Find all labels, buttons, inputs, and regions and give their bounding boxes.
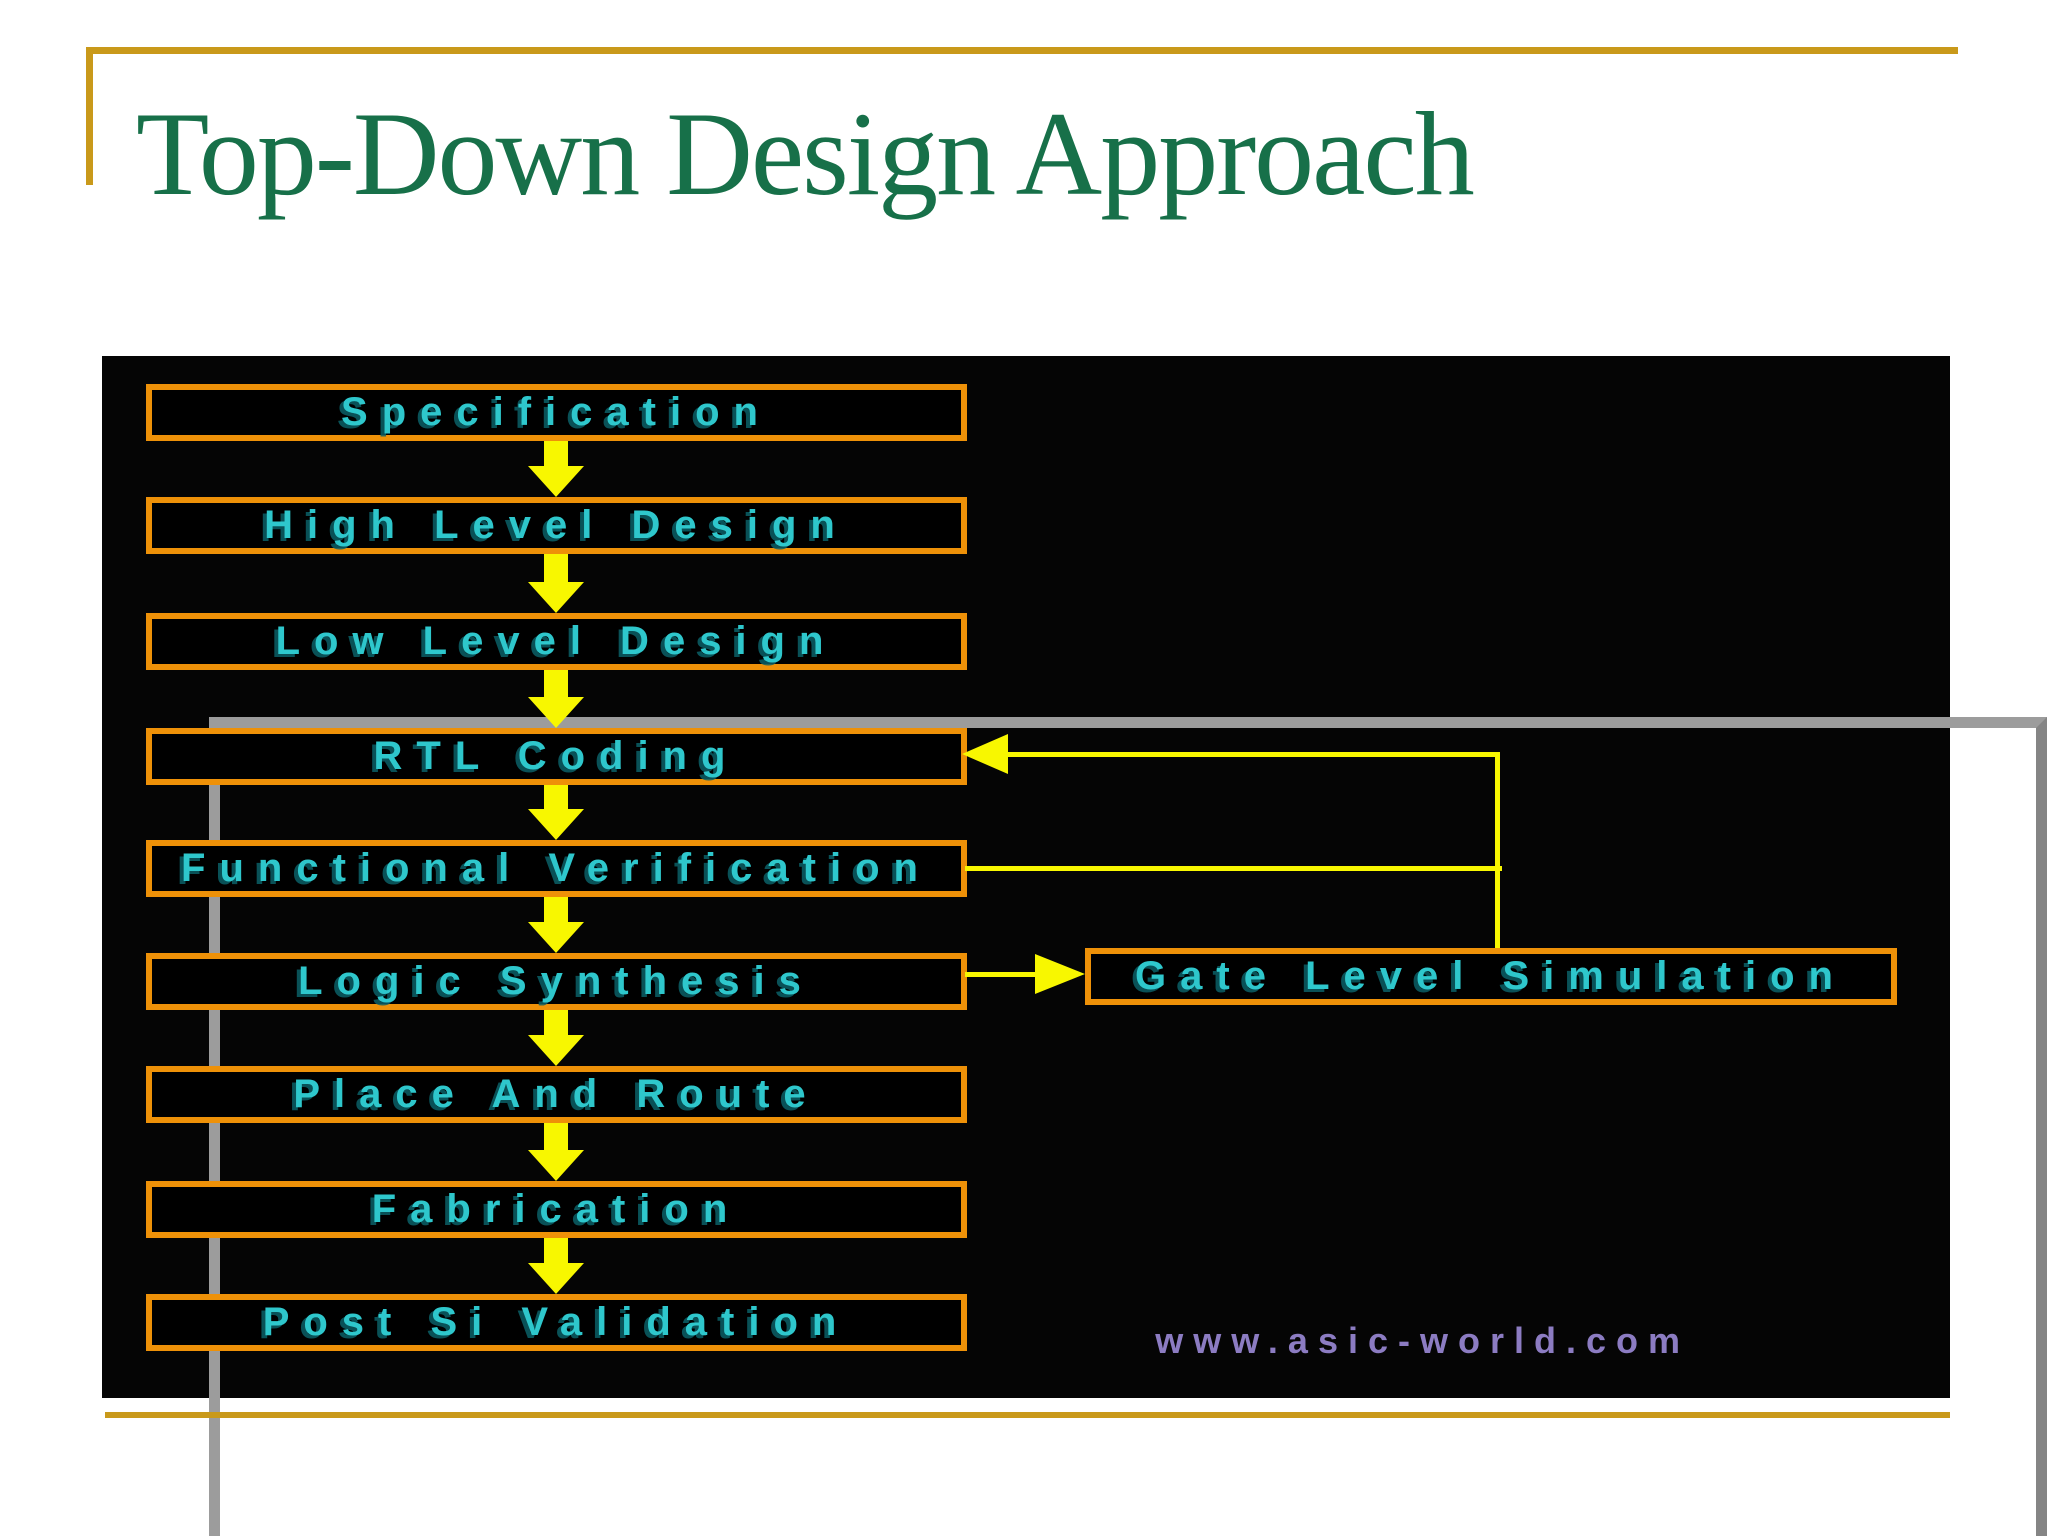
flow-box-specification: Specification <box>146 384 967 441</box>
flow-box-label: Functional Verification <box>181 846 932 890</box>
flow-arrow-down-icon <box>528 785 584 840</box>
flow-box-label: Gate Level Simulation <box>1135 954 1847 998</box>
flow-box-fabrication: Fabrication <box>146 1181 967 1238</box>
flow-box-label: Post Si Validation <box>262 1300 851 1344</box>
flow-box-low-level-design: Low Level Design <box>146 613 967 670</box>
synthesis-arrowhead-right-icon <box>1035 954 1085 994</box>
flow-box-logic-synthesis: Logic Synthesis <box>146 953 967 1010</box>
flow-arrow-down-icon <box>528 1238 584 1294</box>
page-title: Top-Down Design Approach <box>136 87 1475 220</box>
feedback-arrowhead-left-icon <box>962 734 1008 774</box>
flow-box-label: RTL Coding <box>373 734 740 778</box>
watermark-url: www.asic-world.com <box>1155 1320 1690 1361</box>
flow-box-label: Low Level Design <box>275 619 838 663</box>
flow-box-gate-level-simulation: Gate Level Simulation <box>1085 948 1897 1005</box>
flow-box-label: Place And Route <box>293 1072 820 1116</box>
feedback-line-vertical <box>1495 752 1500 948</box>
synthesis-to-simulation-line <box>965 972 1035 977</box>
flow-box-label: Specification <box>341 390 772 434</box>
panel-bezel <box>209 717 2047 1536</box>
bottom-gold-rule <box>105 1412 1950 1418</box>
flow-box-post-si-validation: Post Si Validation <box>146 1294 967 1351</box>
flow-arrow-down-icon <box>528 554 584 613</box>
flow-box-label: Fabrication <box>371 1187 742 1231</box>
flow-box-label: Logic Synthesis <box>298 959 815 1003</box>
flow-box-rtl-coding: RTL Coding <box>146 728 967 785</box>
flow-arrow-down-icon <box>528 897 584 953</box>
verification-feedback-line <box>965 866 1502 871</box>
left-gold-rule <box>86 47 93 185</box>
flow-arrow-down-icon <box>528 1123 584 1181</box>
flow-box-label: High Level Design <box>264 503 849 547</box>
flow-arrow-down-icon <box>528 1010 584 1066</box>
flow-box-functional-verification: Functional Verification <box>146 840 967 897</box>
feedback-line-top <box>1008 752 1500 757</box>
flow-box-place-and-route: Place And Route <box>146 1066 967 1123</box>
flow-box-high-level-design: High Level Design <box>146 497 967 554</box>
flow-arrow-down-icon <box>528 441 584 497</box>
flow-arrow-down-icon <box>528 670 584 728</box>
top-gold-rule <box>86 47 1958 54</box>
